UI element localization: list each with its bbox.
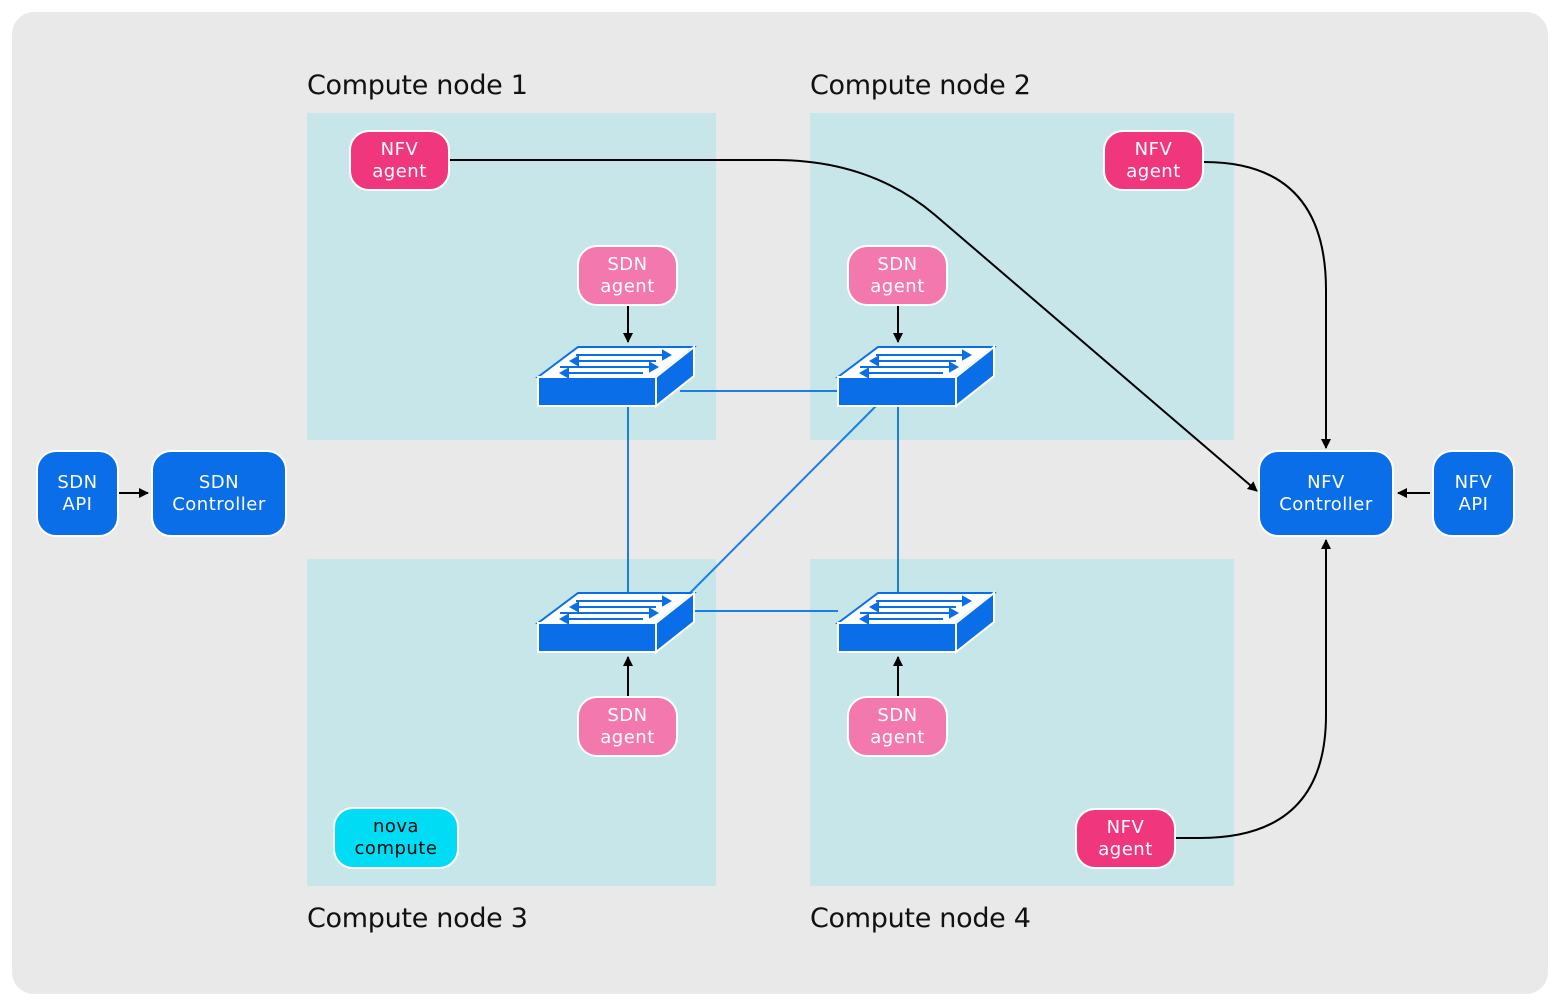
network-switch-icon xyxy=(835,590,997,655)
compute-node-2-title: Compute node 2 xyxy=(810,70,1031,101)
sdn-agent-label: SDN agent xyxy=(870,253,925,297)
sdn-api-label: SDN API xyxy=(57,471,98,515)
nfv-agent-label: NFV agent xyxy=(1098,816,1153,860)
nfv-agent-label: NFV agent xyxy=(372,138,427,182)
sdn-agent-node-2: SDN agent xyxy=(847,245,948,306)
nfv-agent-node-4: NFV agent xyxy=(1075,808,1176,869)
arrow-nfv-agent2-controller xyxy=(1203,161,1331,449)
network-switch-icon xyxy=(535,590,697,655)
network-switch-icon xyxy=(835,344,997,409)
sdn-agent-node-1: SDN agent xyxy=(577,245,678,306)
sdn-agent-node-4: SDN agent xyxy=(847,696,948,757)
nfv-api-box: NFV API xyxy=(1432,450,1515,537)
arrow-nfv-agent4-controller xyxy=(1176,539,1331,839)
nfv-controller-box: NFV Controller xyxy=(1258,450,1394,537)
sdn-controller-label: SDN Controller xyxy=(172,471,266,515)
sdn-api-box: SDN API xyxy=(36,450,119,537)
sdn-agent-label: SDN agent xyxy=(870,704,925,748)
compute-node-4-title: Compute node 4 xyxy=(810,903,1031,934)
nova-compute-label: nova compute xyxy=(354,816,438,859)
compute-node-3-title: Compute node 3 xyxy=(307,903,528,934)
sdn-agent-label: SDN agent xyxy=(600,704,655,748)
sdn-agent-label: SDN agent xyxy=(600,253,655,297)
nfv-agent-node-1: NFV agent xyxy=(349,130,450,191)
link-sw2-sw3 xyxy=(689,405,877,594)
nfv-agent-label: NFV agent xyxy=(1126,138,1181,182)
nova-compute-box: nova compute xyxy=(333,807,459,869)
compute-node-1-title: Compute node 1 xyxy=(307,70,528,101)
sdn-agent-node-3: SDN agent xyxy=(577,696,678,757)
network-switch-icon xyxy=(535,344,697,409)
sdn-controller-box: SDN Controller xyxy=(151,450,287,537)
nfv-controller-label: NFV Controller xyxy=(1279,471,1373,515)
nfv-agent-node-2: NFV agent xyxy=(1103,130,1204,191)
nfv-api-label: NFV API xyxy=(1454,471,1493,515)
arrow-nfv-agent1-controller xyxy=(450,159,1258,492)
